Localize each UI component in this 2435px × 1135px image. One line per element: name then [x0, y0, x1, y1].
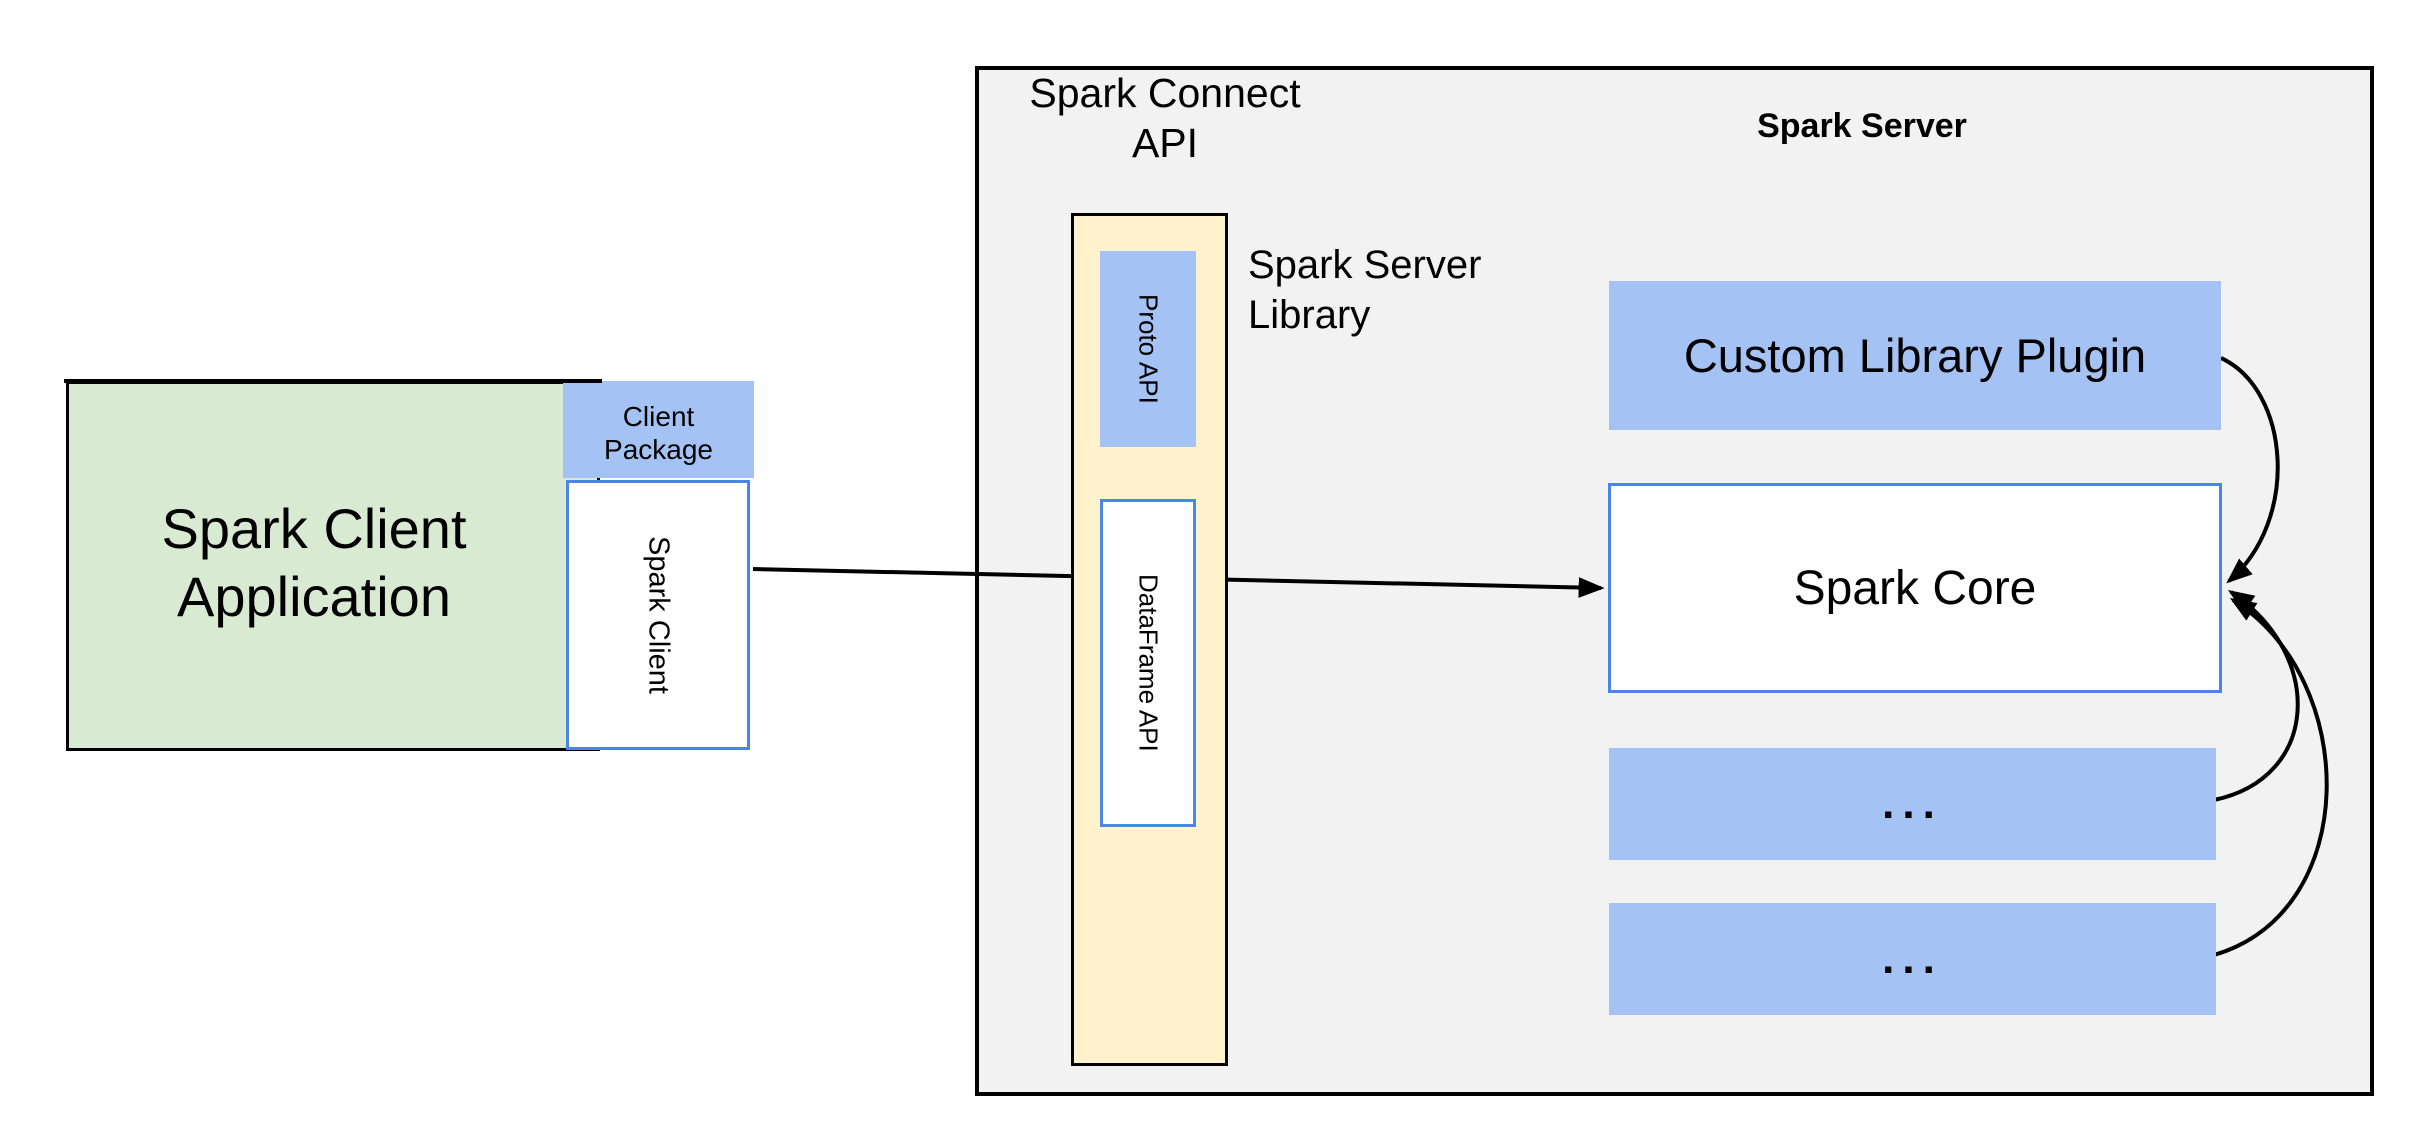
spark-core-box: Spark Core — [1608, 483, 2222, 693]
spark-client-application-box — [66, 381, 600, 751]
spark-connect-api-title-line1: Spark Connect — [1029, 70, 1301, 116]
proto-api-label: Proto API — [1133, 294, 1164, 404]
spark-core-label: Spark Core — [1793, 561, 2037, 615]
library-placeholder-box-2: ... — [1609, 903, 2216, 1015]
green-box-top-border-line — [64, 379, 602, 383]
dataframe-api-label: DataFrame API — [1133, 574, 1164, 752]
client-package-label-line1: Client — [622, 400, 695, 432]
spark-client-application-label: Spark Client Application — [66, 495, 562, 631]
library-placeholder-ellipsis-2: ... — [1882, 934, 1943, 983]
spark-client-application-label-line2: Application — [177, 565, 451, 628]
spark-server-library-label: Spark Server Library — [1248, 240, 1588, 340]
custom-library-plugin-box: Custom Library Plugin — [1609, 281, 2221, 430]
spark-server-title: Spark Server — [1757, 107, 1967, 145]
library-placeholder-box-1: ... — [1609, 748, 2216, 860]
spark-server-library-label-line1: Spark Server — [1248, 243, 1482, 287]
spark-client-application-label-line1: Spark Client — [161, 497, 467, 560]
library-placeholder-ellipsis-1: ... — [1882, 779, 1943, 828]
dataframe-api-box: DataFrame API — [1100, 499, 1196, 827]
custom-library-plugin-label: Custom Library Plugin — [1683, 329, 2147, 382]
client-package-label-line2: Package — [604, 433, 713, 465]
spark-client-label: Spark Client — [642, 536, 675, 694]
spark-server-library-label-line2: Library — [1248, 293, 1371, 337]
client-package-box: Client Package — [563, 381, 754, 478]
spark-client-box: Spark Client — [566, 480, 750, 750]
spark-connect-api-title: Spark Connect API — [985, 68, 1345, 168]
spark-connect-api-title-line2: API — [1131, 120, 1199, 166]
proto-api-box: Proto API — [1100, 251, 1196, 447]
